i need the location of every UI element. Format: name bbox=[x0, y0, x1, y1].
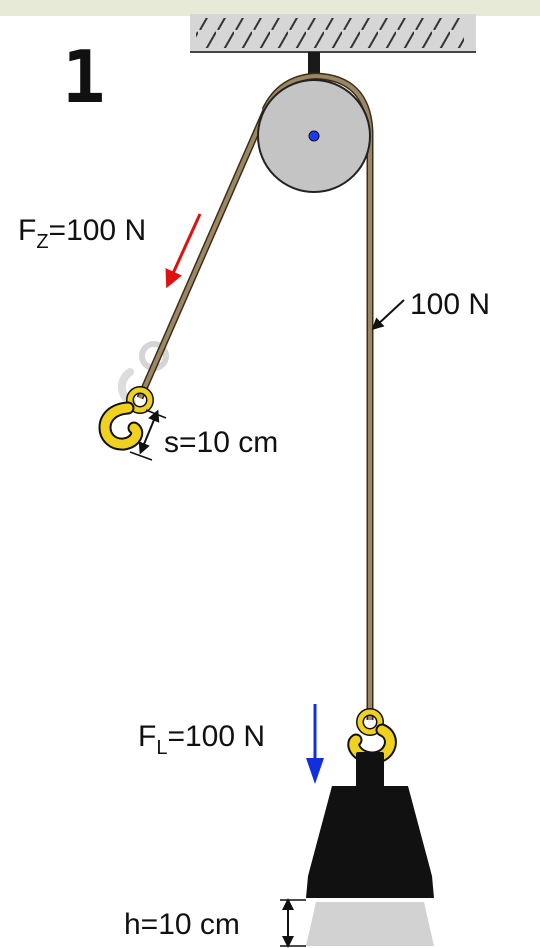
tension-pointer bbox=[371, 299, 405, 331]
load-force-label: FL=100 N bbox=[138, 720, 265, 759]
load-weight bbox=[306, 752, 434, 898]
pulley-wheel bbox=[257, 79, 371, 193]
figure-number: 1 bbox=[62, 35, 105, 119]
effort-distance-arrow bbox=[129, 409, 167, 461]
load-force-arrow bbox=[306, 704, 324, 784]
effort-force-arrow bbox=[165, 213, 202, 289]
height-arrow bbox=[280, 898, 306, 948]
axle bbox=[308, 130, 320, 142]
top-band bbox=[0, 0, 540, 16]
effort-distance-label: s=10 cm bbox=[164, 426, 278, 459]
load-height-label: h=10 cm bbox=[124, 908, 240, 941]
rope-tension-label: 100 N bbox=[410, 288, 490, 321]
effort-force-label: FZ=100 N bbox=[18, 214, 146, 253]
ghost-weight bbox=[306, 902, 434, 946]
ceiling bbox=[190, 14, 476, 53]
